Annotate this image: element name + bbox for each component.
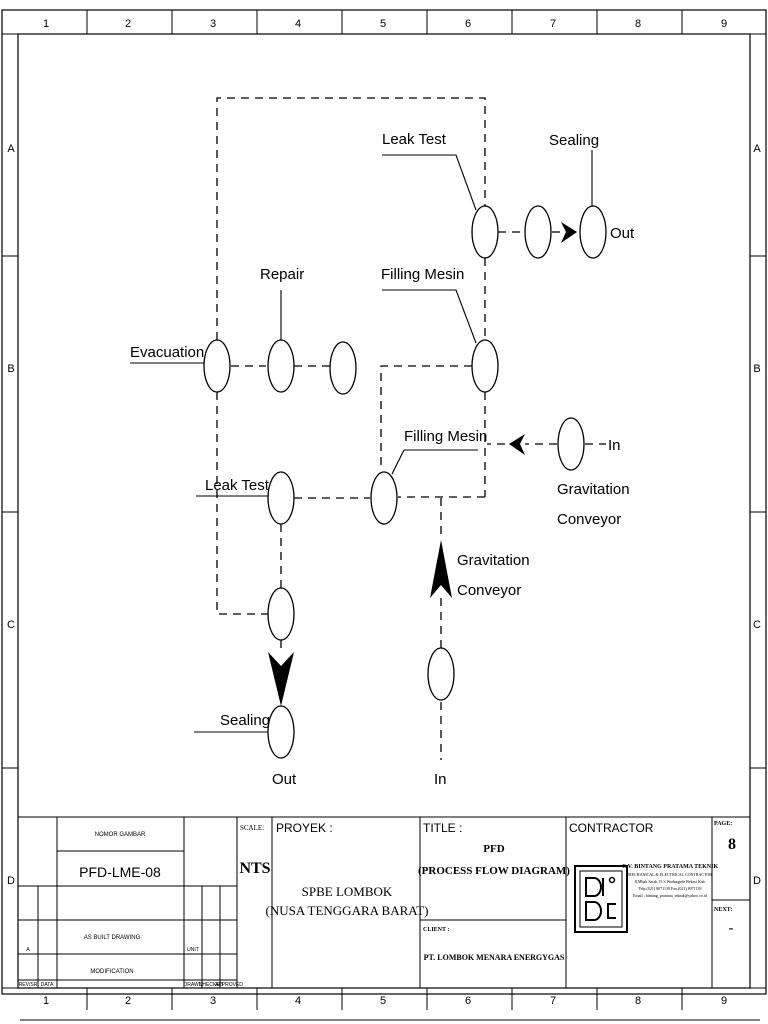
leader-lines <box>130 150 593 733</box>
sealing-label-bottom: Sealing <box>220 712 270 729</box>
filling-mesin-label-upper: Filling Mesin <box>381 266 464 283</box>
gravitation-label-right-1: Gravitation <box>557 481 630 498</box>
col-label-1: 1 <box>43 18 49 30</box>
page-label: PAGE: <box>714 821 732 827</box>
column-ticks <box>86 10 683 1010</box>
leak-test-node-top <box>471 205 499 259</box>
company-name: C.V. BINTANG PRATAMA TEKNIK <box>622 864 719 870</box>
evacuation-node <box>203 339 231 393</box>
drawing-number: PFD-LME-08 <box>79 864 161 880</box>
col-label-2: 2 <box>125 18 131 30</box>
col-label-9-bottom: 9 <box>721 995 727 1007</box>
out-label-top: Out <box>610 225 635 242</box>
scale-label: SCALE: <box>240 824 264 832</box>
col-label-5-bottom: 5 <box>380 995 386 1007</box>
process-nodes <box>203 205 607 759</box>
proyek-label: PROYEK : <box>276 821 333 835</box>
gravitation-label-right-2: Conveyor <box>557 511 621 528</box>
nomor-gambar-label: NOMOR GAMBAR <box>95 832 146 838</box>
title-label: TITLE : <box>423 821 462 835</box>
repair-exit-node <box>329 341 357 395</box>
out-label-bottom: Out <box>272 771 297 788</box>
col-label-7-bottom: 7 <box>550 995 556 1007</box>
col-label-7: 7 <box>550 18 556 30</box>
sealing-node-bottom <box>267 705 295 759</box>
col-label-6: 6 <box>465 18 471 30</box>
as-built-label: AS BUILT DRAWING <box>84 935 141 941</box>
title-block-grid <box>18 816 750 988</box>
filling-mesin-node-lower <box>370 471 398 525</box>
project-location: (NUSA TENGGARA BARAT) <box>266 903 429 918</box>
revision-letter: A <box>26 947 30 953</box>
client-label: CLIENT : <box>423 927 449 933</box>
transfer-node-top <box>524 205 552 259</box>
col-label-9: 9 <box>721 18 727 30</box>
col-label-3-bottom: 3 <box>210 995 216 1007</box>
gravitation-conveyor-node-right <box>557 417 585 471</box>
repair-label: Repair <box>260 266 304 283</box>
col-label-2-bottom: 2 <box>125 995 131 1007</box>
contractor-label: CONTRACTOR <box>569 821 654 835</box>
project-name: SPBE LOMBOK <box>302 884 393 899</box>
row-label-b: B <box>7 363 14 375</box>
row-label-b-right: B <box>753 363 760 375</box>
next-value: - <box>729 921 734 936</box>
col-label-4-bottom: 4 <box>295 995 301 1007</box>
col-label-8: 8 <box>635 18 641 30</box>
sealing-label-top: Sealing <box>549 132 599 149</box>
row-ticks <box>2 255 766 769</box>
page-number: 8 <box>728 836 736 853</box>
data-label: DATA <box>41 982 54 988</box>
row-label-c: C <box>7 619 15 631</box>
gravitation-label-mid-2: Conveyor <box>457 582 521 599</box>
arrow-down-icon <box>268 652 294 706</box>
rev-sr-label: REV/SR <box>19 982 38 988</box>
leak-test-label-top: Leak Test <box>382 131 447 148</box>
gravitation-label-mid-1: Gravitation <box>457 552 530 569</box>
row-label-a-right: A <box>753 143 761 155</box>
client-name: PT. LOMBOK MENARA ENERGYGAS <box>424 953 565 962</box>
col-label-3: 3 <box>210 18 216 30</box>
row-label-c-right: C <box>753 619 761 631</box>
drawing-title: PFD <box>483 843 504 855</box>
dashed-flow-lines <box>216 97 606 760</box>
leak-test-label-left: Leak Test <box>205 477 270 494</box>
col-label-5: 5 <box>380 18 386 30</box>
approved-label: APPROVED <box>215 982 243 988</box>
col-label-1-bottom: 1 <box>43 995 49 1007</box>
leak-test-node-left <box>267 471 295 525</box>
col-label-4: 4 <box>295 18 301 30</box>
transfer-node-lower <box>267 587 295 641</box>
repair-node <box>267 339 295 393</box>
unit-label: UNIT <box>187 947 199 953</box>
gravitation-conveyor-node-mid <box>427 647 455 701</box>
outer-frame <box>1 9 767 995</box>
row-label-a: A <box>7 143 15 155</box>
drawn-label: DRAWN <box>184 982 203 988</box>
drawing-subtitle: (PROCESS FLOW DIAGRAM) <box>418 865 570 877</box>
arrow-left-icon <box>509 434 525 455</box>
company-email: Email : bintang_pratama_teknik@yahoo.co.… <box>633 893 707 898</box>
arrow-right-icon <box>561 222 577 243</box>
col-label-8-bottom: 8 <box>635 995 641 1007</box>
filling-mesin-label-lower: Filling Mesin <box>404 428 487 445</box>
company-telephone: Telp.(021) 8071139 Fax.(021) 8071139 <box>638 886 701 891</box>
arrow-up-icon <box>430 540 452 598</box>
scale-value: NTS <box>239 860 270 877</box>
company-sub: MECHANICAL & ELECTRICAL CONTRACTOR <box>628 872 712 877</box>
next-label: NEXT: <box>714 907 732 913</box>
sealing-node-top <box>579 205 607 259</box>
row-label-d: D <box>7 875 15 887</box>
in-label-right: In <box>608 437 621 454</box>
company-logo <box>574 865 628 933</box>
in-label-bottom: In <box>434 771 447 788</box>
row-label-d-right: D <box>753 875 761 887</box>
modification-label: MODIFICATION <box>90 969 133 975</box>
company-address: Jl.Mbak Sarah 15 S Waduagede Bekasi Kab. <box>634 879 705 884</box>
evacuation-label: Evacuation <box>130 344 204 361</box>
filling-mesin-node-upper <box>471 339 499 393</box>
checked-label: CHECKED <box>199 982 224 988</box>
col-label-6-bottom: 6 <box>465 995 471 1007</box>
